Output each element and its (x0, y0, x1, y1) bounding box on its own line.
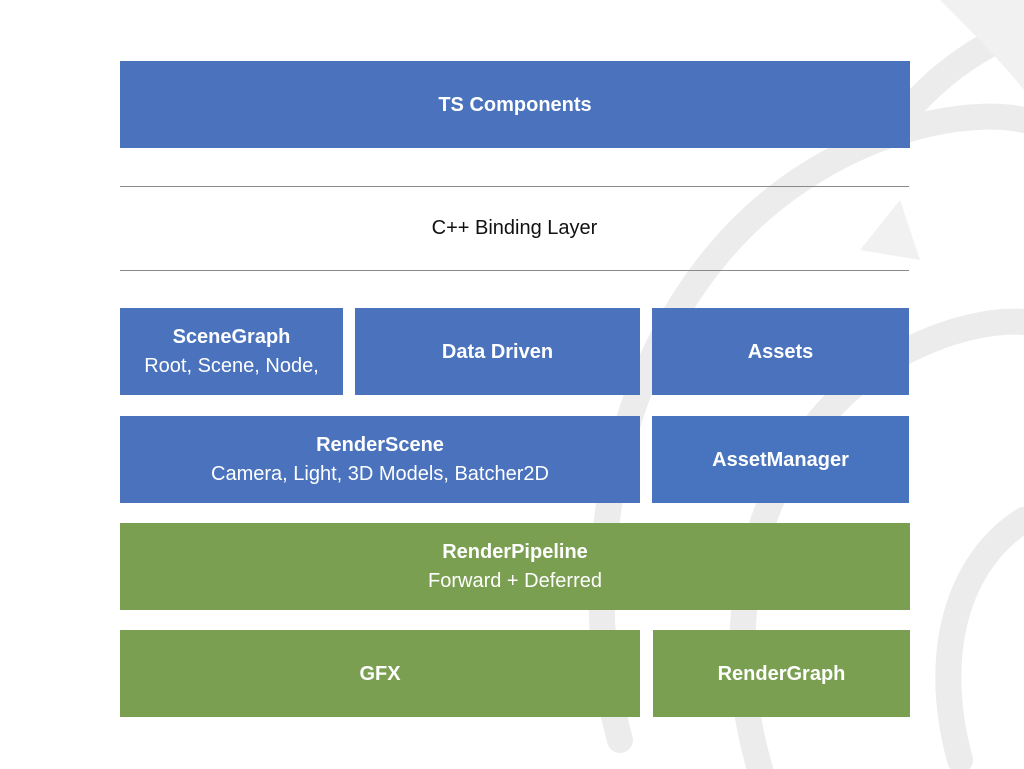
render-graph-box: RenderGraph (653, 630, 910, 717)
data-driven-box: Data Driven (355, 308, 640, 395)
render-graph-title: RenderGraph (717, 662, 846, 685)
assets-title: Assets (747, 340, 814, 363)
render-pipeline-title: RenderPipeline (442, 540, 588, 563)
ts-components-title: TS Components (438, 93, 592, 116)
render-pipeline-subtitle: Forward + Deferred (428, 569, 602, 592)
render-scene-title: RenderScene (316, 433, 444, 456)
ts-components-box: TS Components (120, 61, 910, 148)
gfx-box: GFX (120, 630, 640, 717)
scene-graph-box: SceneGraph Root, Scene, Node, (120, 308, 343, 395)
cpp-binding-layer: C++ Binding Layer (120, 186, 909, 271)
render-pipeline-box: RenderPipeline Forward + Deferred (120, 523, 910, 610)
assets-box: Assets (652, 308, 909, 395)
data-driven-title: Data Driven (441, 340, 554, 363)
render-scene-subtitle: Camera, Light, 3D Models, Batcher2D (211, 462, 549, 485)
asset-manager-box: AssetManager (652, 416, 909, 503)
asset-manager-title: AssetManager (712, 448, 849, 471)
scene-graph-subtitle: Root, Scene, Node, (144, 354, 319, 377)
gfx-title: GFX (359, 662, 401, 685)
render-scene-box: RenderScene Camera, Light, 3D Models, Ba… (120, 416, 640, 503)
cpp-binding-layer-label: C++ Binding Layer (431, 217, 598, 239)
scene-graph-title: SceneGraph (172, 325, 291, 348)
